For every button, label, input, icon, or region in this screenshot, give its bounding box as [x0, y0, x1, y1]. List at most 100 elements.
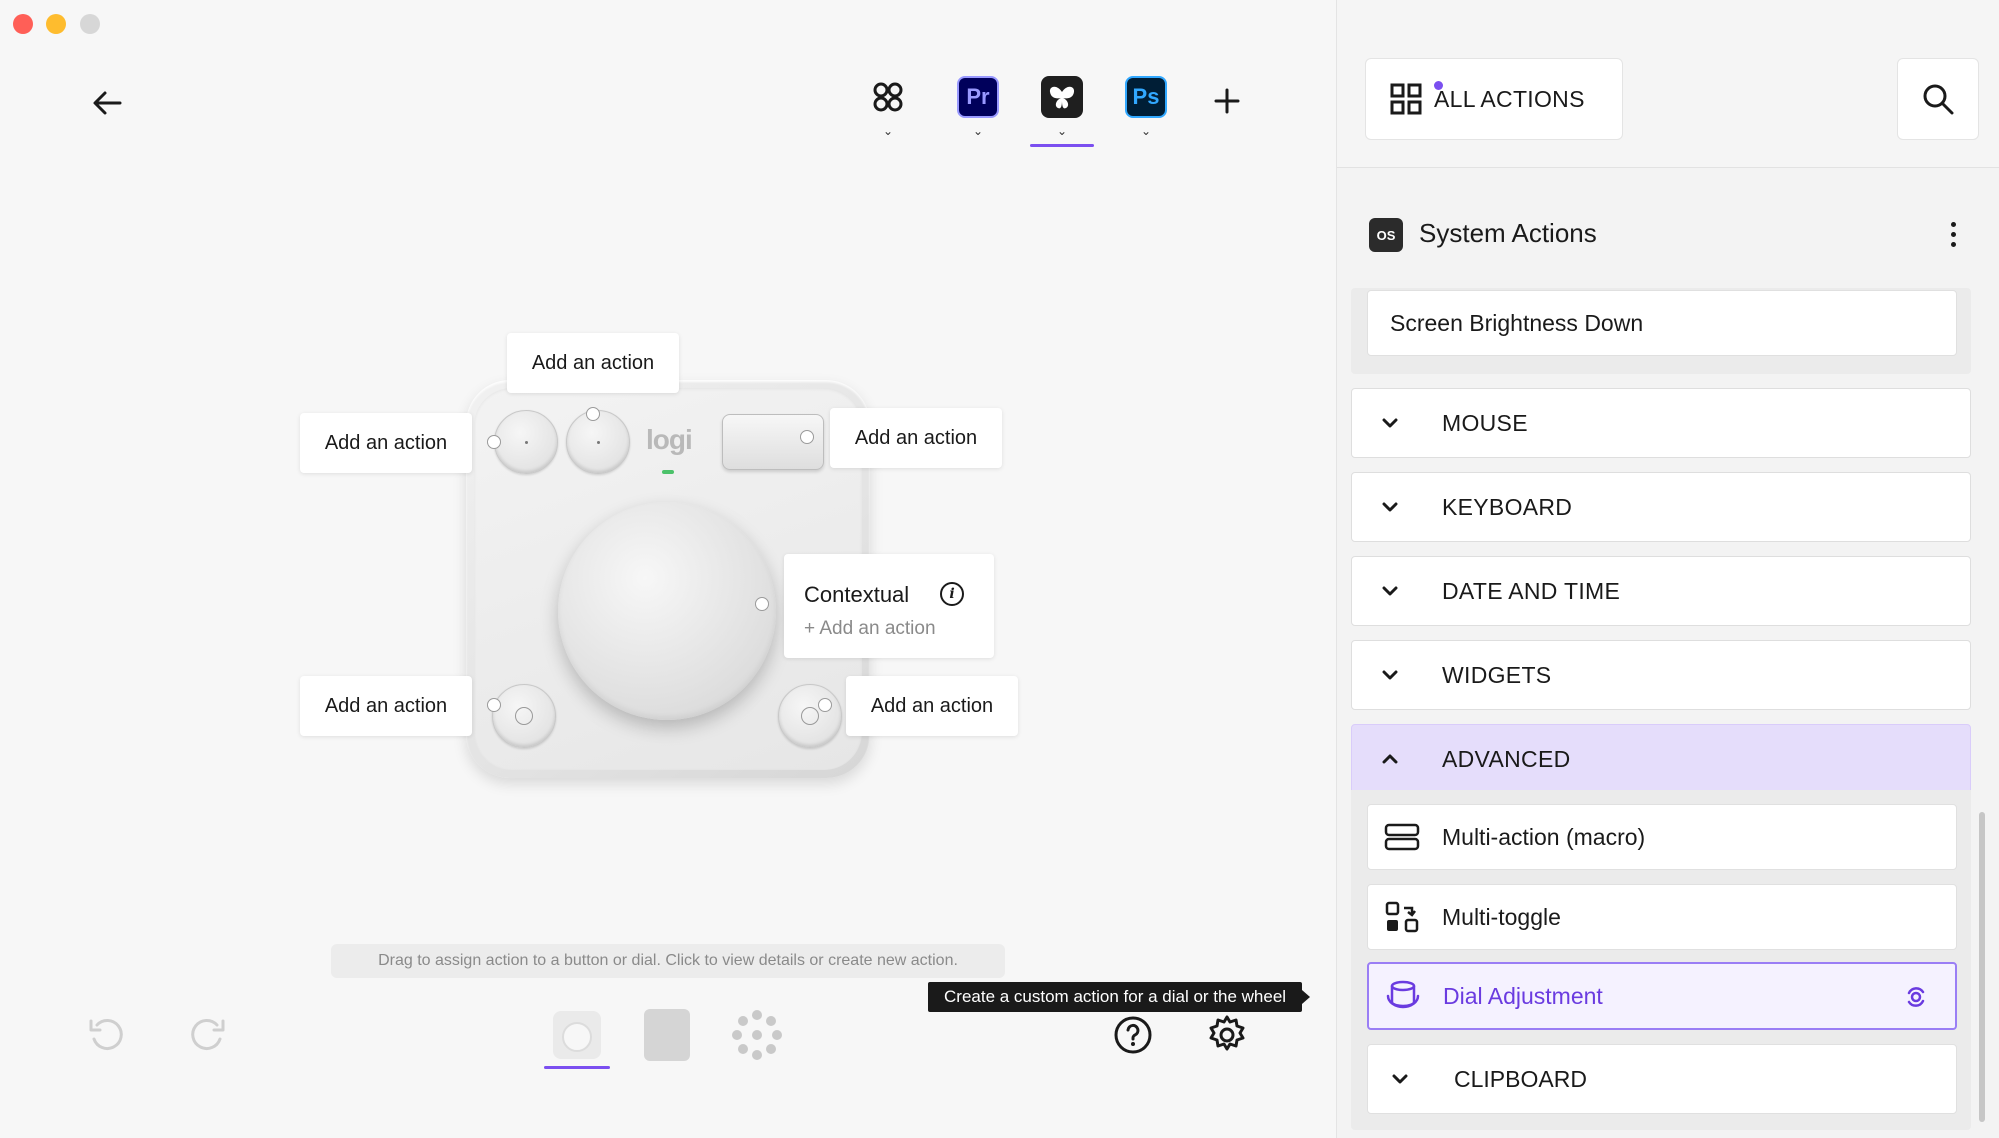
help-icon [1114, 1016, 1152, 1054]
main-dial[interactable] [558, 502, 776, 720]
custom-action-tooltip: Create a custom action for a dial or the… [928, 982, 1311, 1012]
connector-dot [800, 430, 814, 444]
category-label: DATE AND TIME [1442, 577, 1621, 604]
undo-button[interactable] [86, 1014, 126, 1054]
status-led [662, 470, 674, 474]
actions-panel: ALL ACTIONS OS System Actions Screen Bri… [1336, 0, 1999, 1138]
category-date-and-time[interactable]: DATE AND TIME [1351, 556, 1971, 626]
plus-icon [1214, 88, 1240, 114]
action-label-top-right[interactable]: Add an action [830, 408, 1002, 468]
category-keyboard[interactable]: KEYBOARD [1351, 472, 1971, 542]
keypad-view-icon [644, 1009, 690, 1061]
action-label-bottom-left[interactable]: Add an action [300, 676, 472, 736]
help-button[interactable] [1112, 1014, 1154, 1056]
apps-grid-icon [873, 82, 903, 112]
action-label-top-left[interactable]: Add an action [300, 413, 472, 473]
info-icon[interactable]: i [940, 582, 964, 606]
top-left-roller[interactable] [494, 410, 558, 474]
multi-toggle-icon [1382, 899, 1422, 935]
all-actions-label: ALL ACTIONS [1434, 85, 1585, 112]
action-label: Multi-action (macro) [1442, 823, 1646, 850]
category-widgets[interactable]: WIDGETS [1351, 640, 1971, 710]
dial-adjustment-icon [1383, 978, 1423, 1014]
chevron-down-icon [1380, 497, 1400, 517]
category-advanced[interactable]: ADVANCED [1351, 724, 1971, 794]
category-clipboard[interactable]: CLIPBOARD [1367, 1044, 1957, 1114]
connector-dot [755, 597, 769, 611]
action-label: Dial Adjustment [1443, 982, 1603, 1009]
close-window-button[interactable] [13, 14, 33, 34]
add-action-link[interactable]: + Add an action [804, 618, 936, 639]
panel-scrollbar[interactable] [1979, 812, 1985, 1122]
butterfly-icon [1041, 76, 1083, 118]
settings-button[interactable] [1206, 1014, 1248, 1056]
action-label: Multi-toggle [1442, 903, 1561, 930]
undo-icon [89, 1019, 123, 1050]
app-tab-all[interactable]: ⌄ [866, 76, 910, 148]
section-title: System Actions [1419, 218, 1597, 248]
chevron-down-icon: ⌄ [882, 124, 894, 138]
device-view-icon [553, 1011, 601, 1059]
category-label: MOUSE [1442, 409, 1528, 436]
connector-dot [487, 435, 501, 449]
logi-logo: logi [646, 424, 693, 455]
chevron-down-icon: ⌄ [972, 124, 984, 138]
redo-button[interactable] [188, 1014, 228, 1054]
chevron-down-icon [1380, 413, 1400, 433]
button-ring [515, 707, 533, 725]
rotate-adjust-icon [1905, 986, 1927, 1014]
action-label-bottom-right[interactable]: Add an action [846, 676, 1018, 736]
contextual-dial-label[interactable]: Contextual i + Add an action [784, 554, 994, 658]
active-app-indicator [1030, 144, 1094, 147]
add-app-button[interactable] [1212, 86, 1242, 116]
app-tab-custom[interactable]: ⌄ [1040, 76, 1084, 148]
arrow-left-icon [93, 91, 122, 115]
chevron-down-icon [1380, 581, 1400, 601]
search-icon [1923, 84, 1954, 115]
app-tab-premiere[interactable]: Pr ⌄ [956, 76, 1000, 148]
all-actions-grid-icon [1390, 83, 1422, 115]
bottom-right-button[interactable] [778, 684, 842, 748]
back-button[interactable] [88, 86, 126, 120]
wheel-view-icon [732, 1010, 782, 1060]
category-mouse[interactable]: MOUSE [1351, 388, 1971, 458]
roller-dot [524, 440, 528, 444]
device-view-tab[interactable] [548, 1006, 606, 1064]
active-view-indicator [544, 1066, 610, 1069]
actions-list: Screen Brightness Down MOUSE KEYBOARD DA… [1337, 288, 1999, 1138]
keypad-view-tab[interactable] [638, 1006, 696, 1064]
panel-header: ALL ACTIONS [1337, 0, 1999, 168]
connector-dot [586, 407, 600, 421]
connector-dot [818, 698, 832, 712]
action-label-top-center[interactable]: Add an action [507, 333, 679, 393]
connector-dot [487, 698, 501, 712]
chevron-up-icon [1380, 749, 1400, 769]
category-label: WIDGETS [1442, 661, 1552, 688]
minimize-window-button[interactable] [46, 14, 66, 34]
system-actions-header: OS System Actions [1337, 210, 1999, 260]
contextual-title: Contextual [804, 582, 910, 607]
wheel-view-tab[interactable] [728, 1006, 786, 1064]
action-multi-action-macro[interactable]: Multi-action (macro) [1367, 804, 1957, 870]
os-icon: OS [1369, 218, 1403, 252]
redo-icon [191, 1019, 225, 1050]
zoom-window-button[interactable] [80, 14, 100, 34]
category-label: ADVANCED [1442, 745, 1571, 772]
gear-icon [1209, 1015, 1245, 1051]
button-ring [801, 707, 819, 725]
search-button[interactable] [1897, 58, 1979, 140]
top-center-roller[interactable] [566, 410, 630, 474]
category-label: KEYBOARD [1442, 493, 1573, 520]
macro-icon [1382, 819, 1422, 855]
photoshop-icon: Ps [1125, 76, 1167, 118]
action-multi-toggle[interactable]: Multi-toggle [1367, 884, 1957, 950]
app-tab-photoshop[interactable]: Ps ⌄ [1124, 76, 1168, 148]
bottom-left-button[interactable] [492, 684, 556, 748]
action-label: Screen Brightness Down [1390, 309, 1644, 336]
more-options-icon[interactable] [1941, 214, 1965, 254]
roller-dot [596, 440, 600, 444]
all-actions-button[interactable]: ALL ACTIONS [1365, 58, 1623, 140]
action-screen-brightness-down[interactable]: Screen Brightness Down [1367, 290, 1957, 356]
action-dial-adjustment[interactable]: Dial Adjustment [1367, 962, 1957, 1030]
